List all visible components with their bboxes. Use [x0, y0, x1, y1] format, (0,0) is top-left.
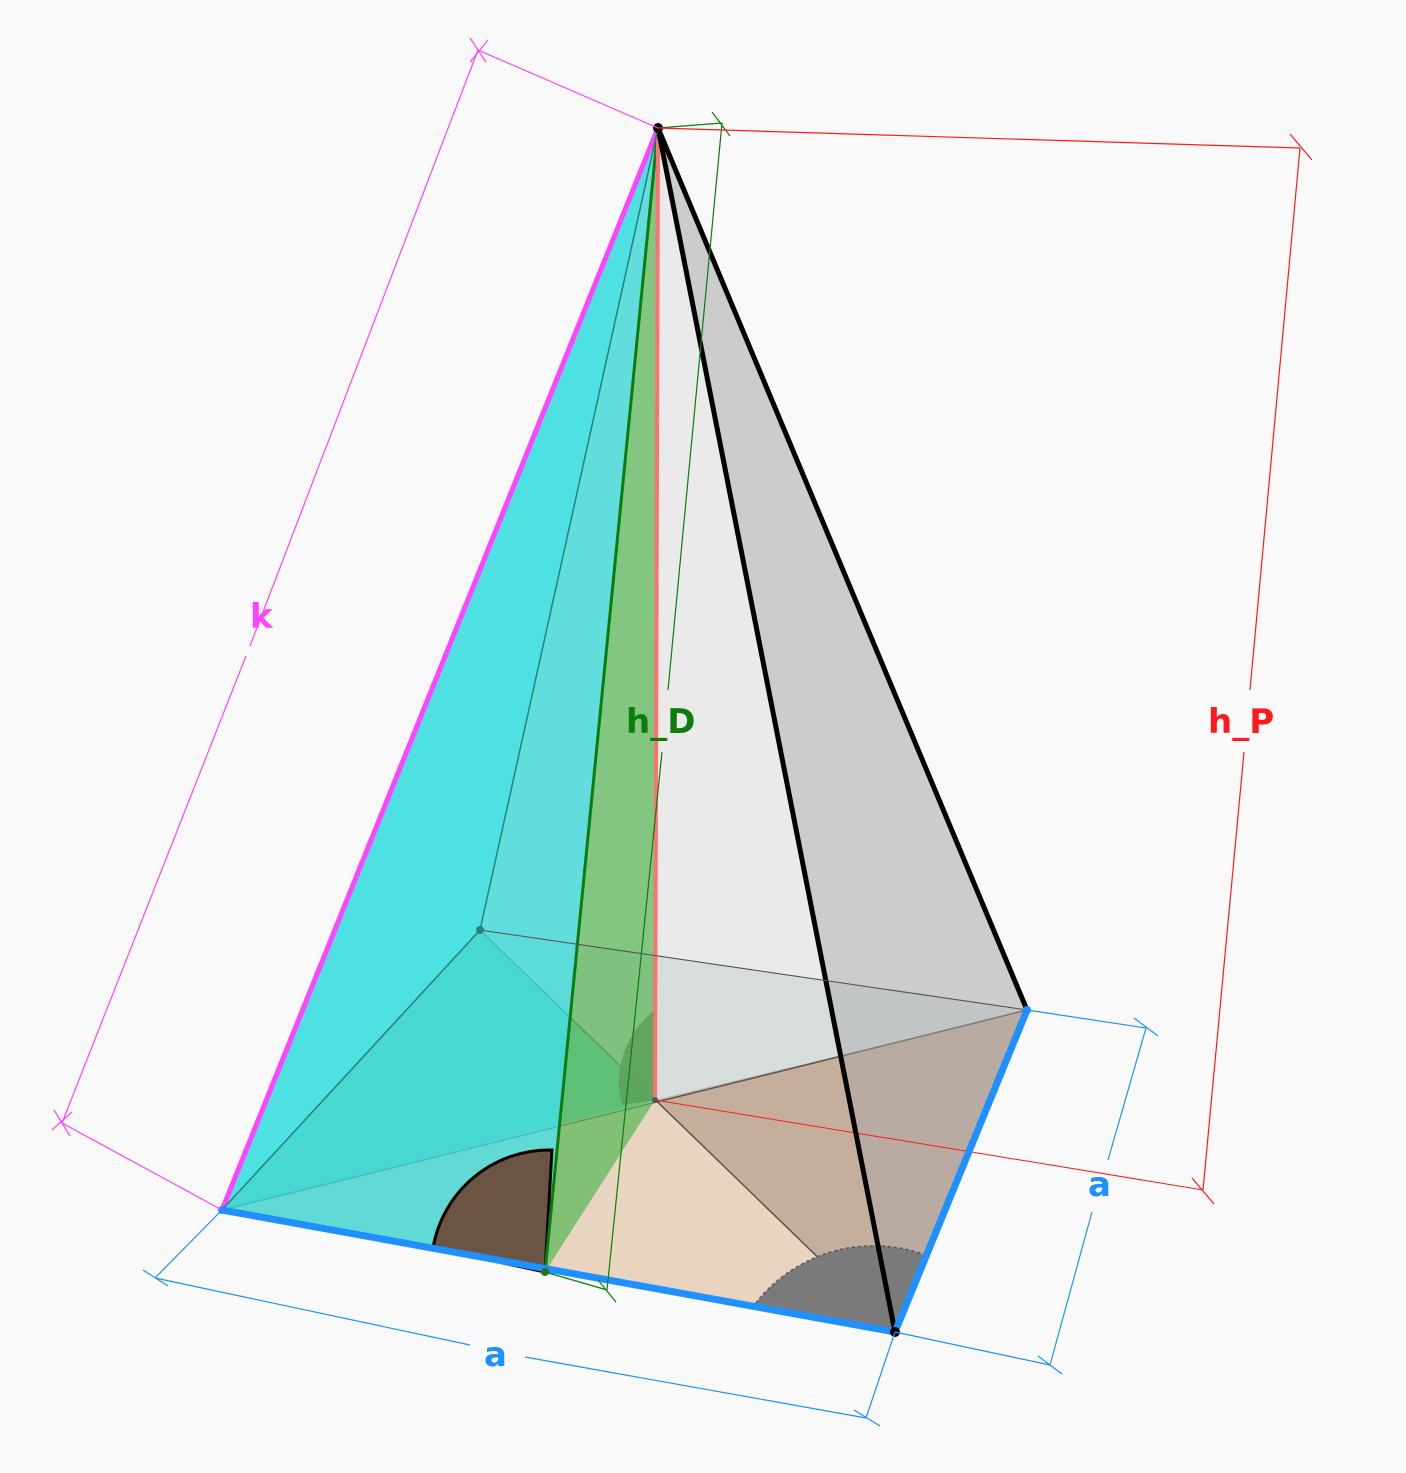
- edge-apex-front-right: [655, 127, 898, 1333]
- dimension-a-front: [142, 1209, 896, 1427]
- face-front-left: [222, 128, 658, 1272]
- label-a-side: a: [1088, 1165, 1111, 1205]
- dimension-a-side: [894, 1009, 1159, 1375]
- dimension-k: [51, 37, 659, 1211]
- dimension-h_D: [544, 111, 731, 1303]
- base-right-region: [655, 1010, 1027, 1332]
- edge-k: [219, 127, 661, 1211]
- angle-arc-front: [431, 1148, 554, 1274]
- vertex-back-left: [476, 926, 484, 934]
- edge-apex-back-right: [655, 127, 1030, 1011]
- base-edge-right: [891, 1008, 1031, 1334]
- base-edge-back: [479, 929, 1028, 1011]
- label-k: k: [250, 597, 274, 637]
- label-h_P: h_P: [1208, 702, 1274, 742]
- h_D-edge: [543, 127, 660, 1273]
- height-h_P-line: [653, 127, 660, 1101]
- base-edge-front: [221, 1206, 896, 1336]
- dimension-h_P: [657, 127, 1313, 1205]
- edge-apex-back-left: [479, 127, 659, 931]
- label-h_D: h_D: [626, 702, 695, 742]
- base-foot-to-hP-marker: [654, 1099, 1204, 1191]
- face-right: [658, 128, 1027, 1332]
- point-base-center: [652, 1097, 658, 1103]
- label-a-front: a: [484, 1335, 507, 1375]
- base-edge-back-left: [221, 929, 481, 1211]
